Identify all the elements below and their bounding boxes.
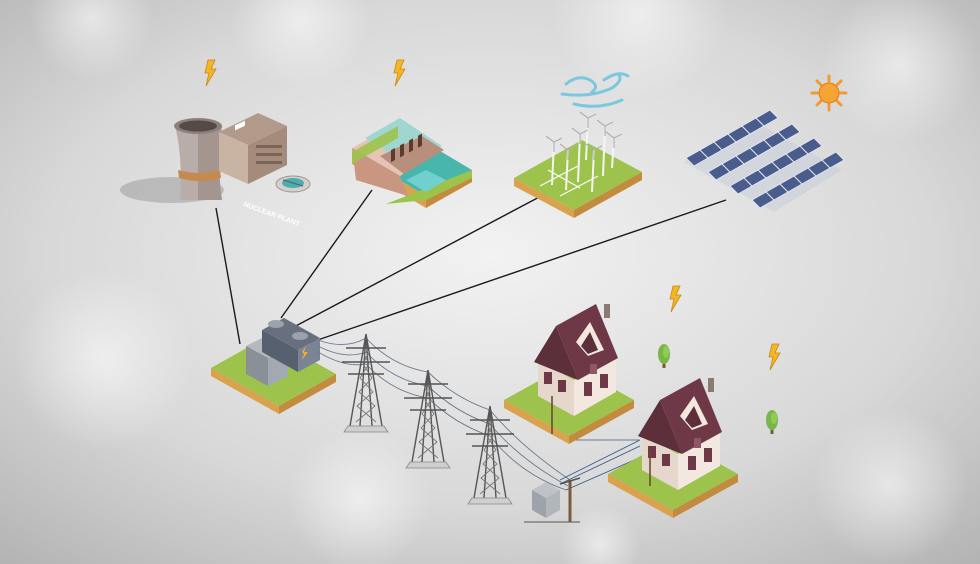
plant-connection-wires bbox=[215, 189, 727, 345]
sun-icon bbox=[810, 74, 848, 112]
lamp-post bbox=[551, 396, 651, 486]
solar-array bbox=[684, 109, 845, 212]
utility-pole bbox=[524, 477, 581, 523]
substation bbox=[211, 318, 336, 414]
hydro-dam bbox=[352, 118, 472, 208]
wind-farm bbox=[514, 111, 642, 218]
wind-gust-icon bbox=[560, 72, 630, 108]
